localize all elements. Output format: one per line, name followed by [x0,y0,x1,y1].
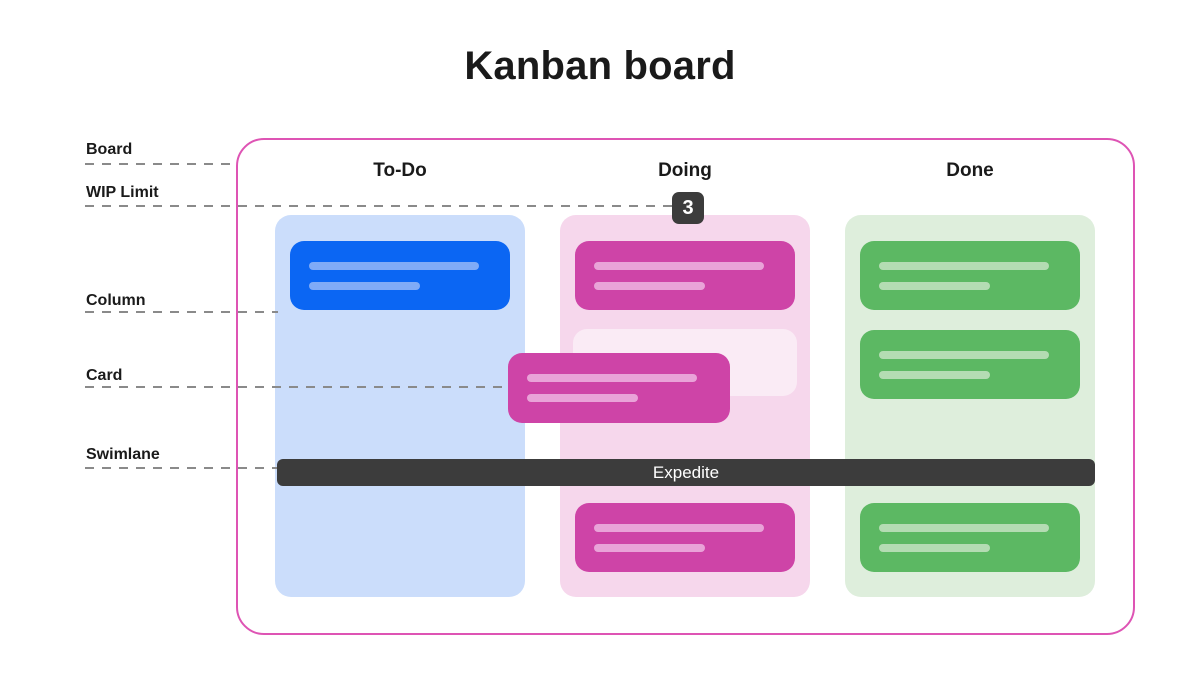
card-connector-line [85,386,509,388]
card-text-line [527,394,638,402]
card-text-line [879,524,1049,532]
card-text-line [879,351,1049,359]
annotation-label-column: Column [86,292,146,309]
card-text-line [879,544,990,552]
wip-limit-connector-line [85,205,672,207]
card-text-line [594,262,764,270]
card-done [860,330,1080,399]
annotation-label-board: Board [86,141,133,158]
board-connector-line [85,163,236,165]
card-doing [575,503,795,572]
column-header-todo: To-Do [373,160,427,181]
card-text-line [594,524,764,532]
card-text-line [309,262,479,270]
card-text-line [879,371,990,379]
column-header-done: Done [946,160,994,181]
card-text-line [879,262,1049,270]
wip-limit-badge: 3 [672,192,704,224]
annotation-label-wip-limit: WIP Limit [86,184,159,201]
card-done [860,241,1080,310]
card-text-line [594,282,705,290]
swimlane-bar: Expedite [277,459,1095,486]
card-text-line [527,374,697,382]
page-title: Kanban board [464,44,736,88]
swimlane-connector-line [85,467,278,469]
column-header-doing: Doing [658,160,712,181]
card-text-line [879,282,990,290]
card-doing [575,241,795,310]
card-text-line [309,282,420,290]
card-done [860,503,1080,572]
column-connector-line [85,311,278,313]
annotation-label-swimlane: Swimlane [86,446,160,463]
card-todo [290,241,510,310]
card-dragged [508,353,730,423]
annotation-label-card: Card [86,367,123,384]
card-text-line [594,544,705,552]
